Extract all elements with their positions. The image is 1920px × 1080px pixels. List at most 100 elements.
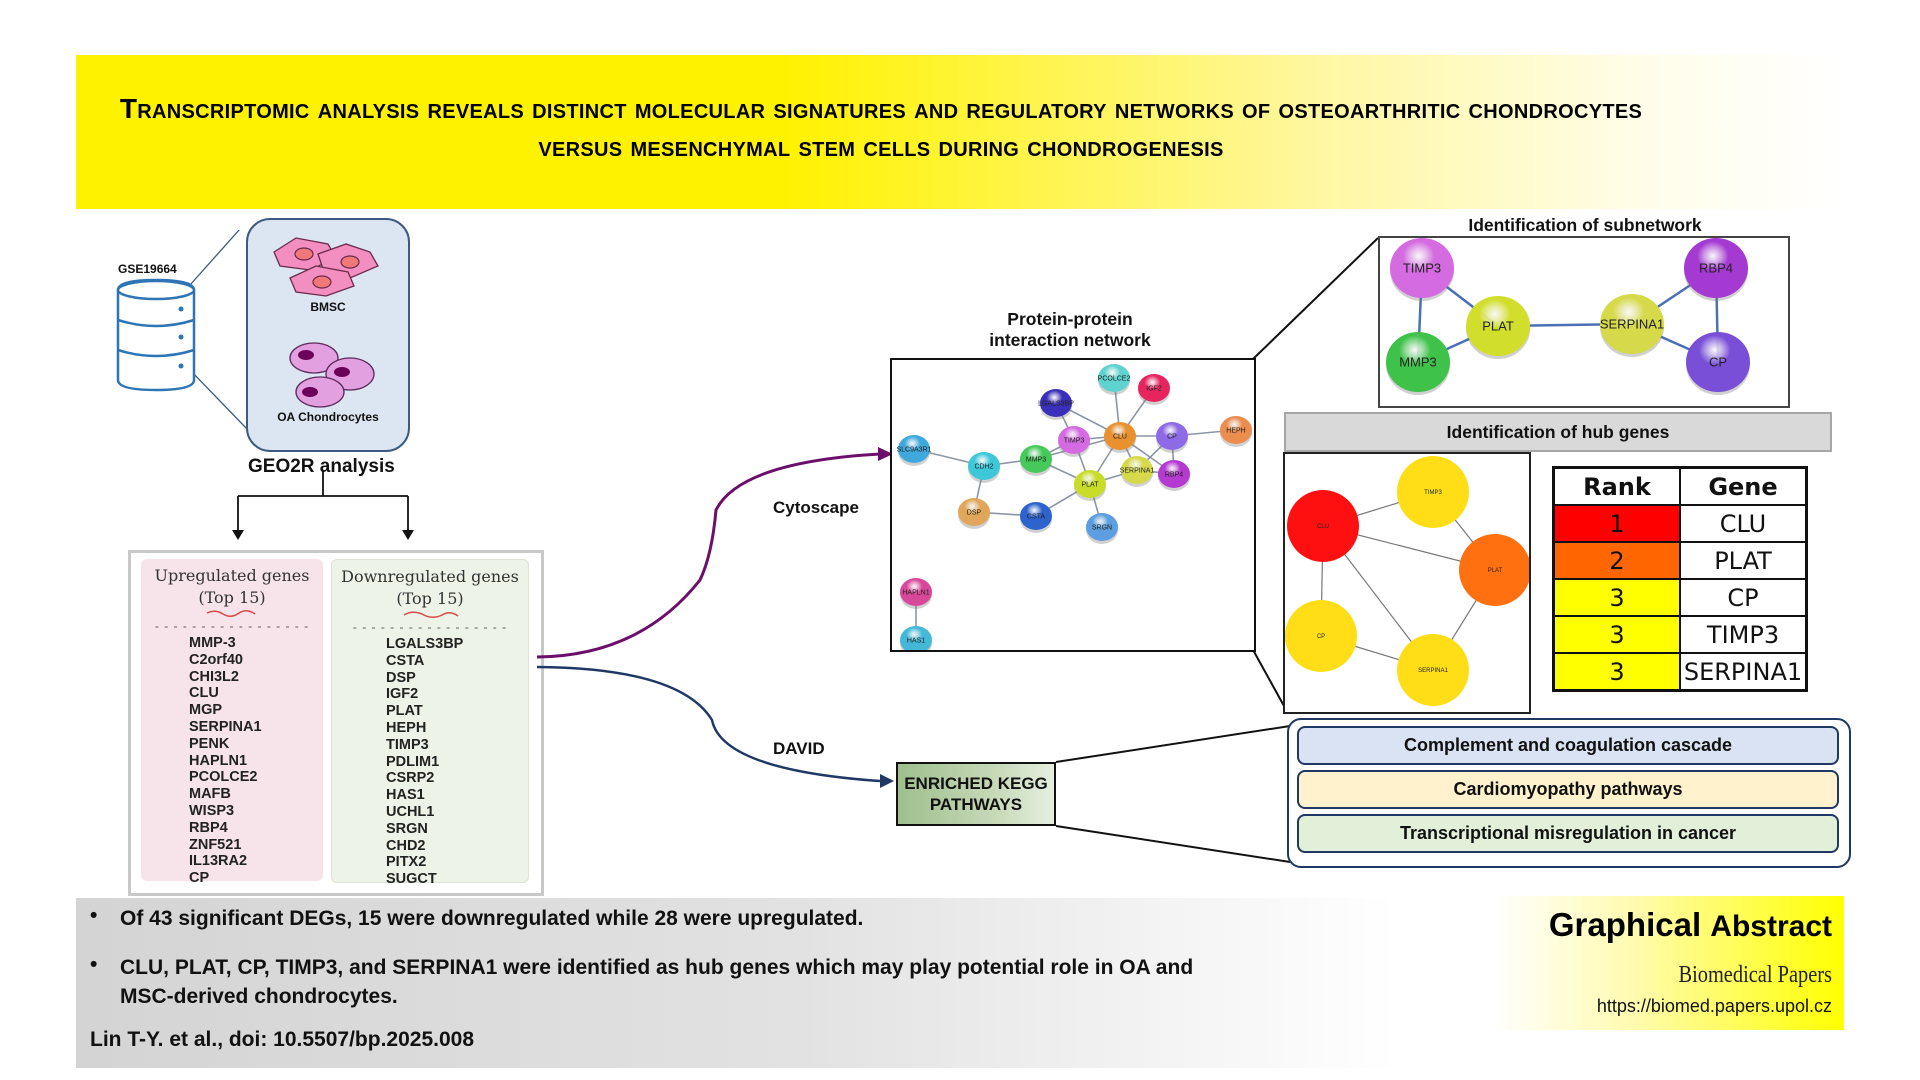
gene-item: UCHL1 bbox=[386, 803, 435, 820]
zoom-line-top bbox=[189, 230, 240, 286]
zoom-line bbox=[1251, 237, 1379, 361]
gene-item: CP bbox=[189, 870, 210, 887]
network-node: DSP bbox=[958, 498, 990, 529]
gene-item: DSP bbox=[386, 669, 416, 686]
rank-cell: 3 bbox=[1552, 615, 1681, 654]
database-icon bbox=[116, 278, 196, 392]
network-node: MMP3 bbox=[1020, 445, 1052, 476]
kegg-label-line1: ENRICHED KEGG bbox=[904, 774, 1048, 793]
node-label: CDH2 bbox=[974, 463, 993, 470]
enriched-kegg-box: ENRICHED KEGG PATHWAYS bbox=[896, 762, 1056, 826]
journal-name: Biomedical Papers bbox=[1678, 962, 1832, 988]
dataset-id: GSE19664 bbox=[118, 262, 177, 276]
rank-cell: 1 bbox=[1552, 504, 1681, 543]
node-label: CLU bbox=[1317, 524, 1329, 530]
summary-panel bbox=[76, 898, 1396, 1068]
node-label: MMP3 bbox=[1399, 354, 1437, 369]
page-title: Transcriptomic analysis reveals distinct… bbox=[119, 93, 1643, 162]
gene-item: ZNF521 bbox=[189, 836, 242, 853]
node-label: PCOLCE2 bbox=[1098, 375, 1131, 382]
gene-item: HEPH bbox=[386, 719, 427, 736]
node-label: CSTA bbox=[1027, 513, 1045, 520]
node-label: TIMP3 bbox=[1424, 490, 1442, 496]
dna-icon bbox=[206, 610, 256, 617]
network-node: PCOLCE2 bbox=[1098, 364, 1131, 395]
node-label: SERPINA1 bbox=[1418, 668, 1448, 674]
upregulated-title: Upregulated genes bbox=[154, 566, 310, 585]
node-label: IGF2 bbox=[1146, 385, 1162, 392]
gene-cell: SERPINA1 bbox=[1679, 652, 1808, 692]
dna-icon bbox=[403, 611, 459, 618]
gene-cell: TIMP3 bbox=[1679, 615, 1808, 654]
gene-cell: PLAT bbox=[1679, 541, 1808, 580]
node-label: PLAT bbox=[1482, 318, 1514, 333]
graphical-abstract-badge bbox=[1492, 896, 1844, 1030]
table-header-row: Rank Gene bbox=[1552, 466, 1808, 506]
network-node: SERPINA1 bbox=[1397, 634, 1469, 706]
network-node: PLAT bbox=[1074, 470, 1106, 501]
node-label: CP bbox=[1317, 634, 1325, 640]
node-label: DSP bbox=[967, 509, 982, 516]
gene-item: C2orf40 bbox=[189, 651, 243, 668]
network-node: CDH2 bbox=[968, 452, 1000, 483]
oa-chondrocytes-icon bbox=[289, 342, 375, 408]
zoom-line-bottom bbox=[189, 369, 249, 431]
gene-item: MMP-3 bbox=[189, 635, 236, 651]
node-label: HAPLN1 bbox=[902, 589, 929, 596]
ppi-title: Protein-protein interaction network bbox=[960, 309, 1180, 351]
summary-text: Of 43 significant DEGs, 15 were downregu… bbox=[120, 907, 864, 930]
gene-item: PITX2 bbox=[386, 854, 427, 871]
node-label: HAS1 bbox=[907, 637, 925, 644]
network-node: CP bbox=[1285, 600, 1357, 672]
node-label: HEPH bbox=[1226, 427, 1245, 434]
header-gene: Gene bbox=[1679, 466, 1808, 506]
gene-item: LGALS3BP bbox=[386, 636, 464, 652]
network-node: SLC9A3R1 bbox=[896, 435, 932, 466]
network-node: RBP4 bbox=[1684, 238, 1748, 301]
gene-item: IL13RA2 bbox=[189, 853, 248, 870]
downregulated-column: Downregulated genes (Top 15) - - - - - -… bbox=[331, 559, 529, 887]
upregulated-subtitle: (Top 15) bbox=[198, 588, 266, 607]
journal-url[interactable]: https://biomed.papers.upol.cz bbox=[1596, 996, 1832, 1016]
summary-text: CLU, PLAT, CP, TIMP3, and SERPINA1 were … bbox=[120, 956, 1194, 1008]
kegg-pathway-item: Complement and coagulation cascade bbox=[1297, 726, 1839, 765]
node-label: PLAT bbox=[1488, 568, 1503, 574]
network-node: SERPINA1 bbox=[1120, 456, 1154, 487]
gene-item: PLAT bbox=[386, 703, 423, 720]
gene-item: SUGCT bbox=[386, 871, 437, 888]
network-node: CSTA bbox=[1020, 502, 1052, 533]
gene-cell: CP bbox=[1679, 578, 1808, 617]
node-label: RBP4 bbox=[1699, 260, 1733, 275]
cell-label-oa-chondrocytes: OA Chondrocytes bbox=[277, 410, 379, 424]
gene-cell: CLU bbox=[1679, 504, 1808, 543]
rank-cell: 3 bbox=[1552, 578, 1681, 617]
network-node: TIMP3 bbox=[1058, 426, 1090, 457]
david-label: DAVID bbox=[773, 739, 825, 758]
bullet-marker: • bbox=[90, 904, 98, 927]
network-node: LGALS3BP bbox=[1038, 389, 1074, 420]
gene-item: TIMP3 bbox=[386, 736, 429, 753]
david-arrowhead bbox=[880, 774, 894, 788]
label-graphical: Graphical bbox=[1548, 906, 1702, 943]
network-node: CLU bbox=[1104, 422, 1136, 453]
node-label: PLAT bbox=[1082, 481, 1100, 488]
kegg-pathways-group: Complement and coagulation cascade Cardi… bbox=[1287, 718, 1851, 868]
node-label: SERPINA1 bbox=[1600, 316, 1664, 331]
kegg-pathway-item: Cardiomyopathy pathways bbox=[1297, 770, 1839, 809]
gene-item: PENK bbox=[189, 735, 230, 752]
hub-genes-title: Identification of hub genes bbox=[1284, 412, 1832, 452]
upregulated-column: Upregulated genes (Top 15) - - - - - - -… bbox=[141, 559, 323, 886]
gene-item: SRGN bbox=[386, 820, 428, 837]
node-label: LGALS3BP bbox=[1038, 400, 1074, 407]
geo2r-label: GEO2R analysis bbox=[248, 456, 395, 477]
network-node: TIMP3 bbox=[1397, 456, 1469, 528]
